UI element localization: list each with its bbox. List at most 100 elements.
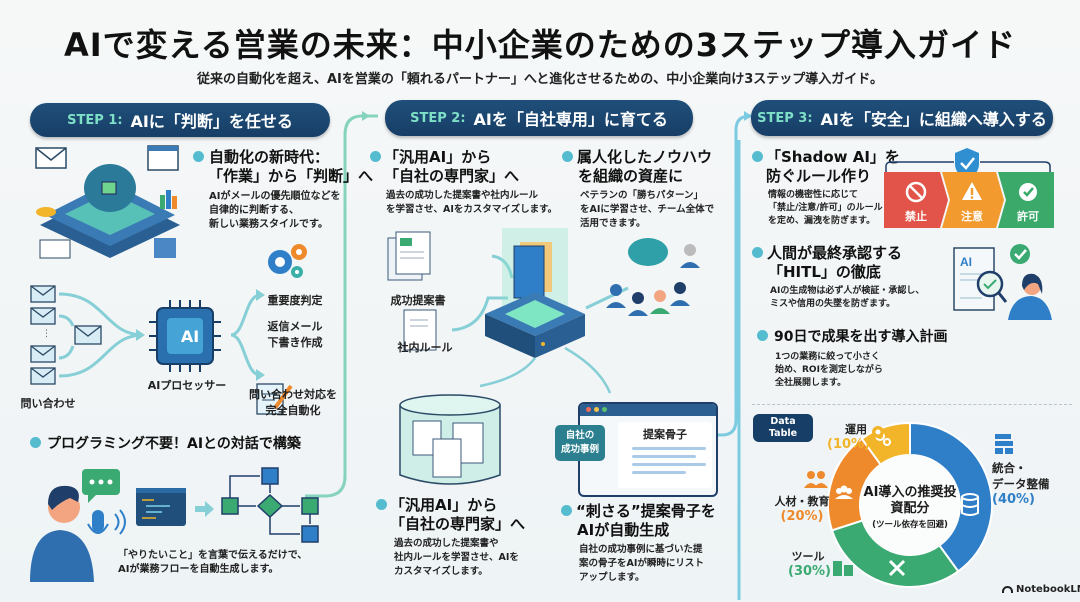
priority-judgment-label: 重要度判定 (267, 294, 323, 307)
bullet-icon (752, 247, 763, 258)
step3-section1: 「Shadow AI」を 防ぐルール作り 情報の機密性に応じて 「禁止/注意/許… (752, 148, 900, 228)
knowledge-book-icon (513, 242, 552, 299)
donut-hole (860, 455, 960, 555)
chart-subtitle: (ツール依存を回避) (872, 520, 948, 530)
step2-section2: 属人化したノウハウ を組織の資産に ベテランの「勝ちパターン」 をAIに学習させ… (562, 148, 714, 231)
step2-section3: 「汎用AI」から 「自社の専門家」へ 過去の成功した提案書や 社内ルールを学習さ… (376, 496, 525, 579)
envelope-icon (35, 147, 67, 169)
ai-processor-label: AIプロセッサー (147, 379, 227, 392)
magnifier-icon (976, 270, 1004, 298)
step1-header: STEP 1: AIに「判断」を任せる (30, 103, 330, 137)
chart-title: AI導入の推奨投資配分 (863, 485, 957, 516)
internal-rules-label: 社内ルール (397, 341, 453, 354)
database-icon (961, 493, 979, 516)
server-icon (485, 292, 585, 358)
step2-header: STEP 2: AIを「自社専用」に育てる (385, 100, 693, 136)
page-subtitle: 従来の自動化を超え、AIを営業の「頼れるパートナー」へと進化させるための、中小企… (196, 72, 884, 87)
proposal-documents-icon (387, 231, 431, 281)
label-tool: ツール (30%) (788, 550, 831, 579)
svg-text:⋮: ⋮ (42, 329, 51, 339)
inquiry-label: 問い合わせ (20, 397, 76, 410)
step2-section4: “刺さる”提案骨子を AIが自動生成 自社の成功事例に基づいた提 案の骨子をAI… (561, 502, 716, 585)
window-close-dot (586, 407, 591, 412)
data-table-button[interactable]: Data Table (753, 414, 813, 442)
step3-section3: 90日で成果を出す導入計画 1つの業務に絞って小さく 始め、ROIを測定しながら… (757, 328, 947, 390)
microphone-icon (92, 510, 104, 532)
success-proposal-label: 成功提案書 (390, 294, 446, 307)
workflow-diagram-icon (221, 467, 319, 543)
database-stack-icon (154, 238, 176, 258)
step1-section2-body: 「やりたいこと」を言葉で伝えるだけで、 AIが業務フローを自動生成します。 (118, 550, 308, 575)
team-icon (835, 485, 853, 499)
email-flow-diagram: ⋮ (30, 244, 307, 415)
reply-draft-label: 返信メール 下書き作成 (267, 320, 323, 349)
success-case-callout: 自社の 成功事例 (555, 425, 605, 461)
bullet-icon (376, 499, 387, 510)
rule-label-2: 注意 (961, 209, 983, 223)
proposal-outline-window: 提案骨子 (578, 402, 718, 497)
window-min-dot (594, 407, 599, 412)
window-max-dot (602, 407, 607, 412)
rule-label-1: 禁止 (905, 209, 927, 223)
allowed-check-icon (1019, 183, 1037, 201)
connector-step1-step2 (305, 114, 378, 498)
ai-chip-text: AI (180, 327, 200, 346)
label-ops: 運用 (10%) (827, 423, 870, 452)
code-editor-icon (136, 488, 186, 526)
people-icon (804, 471, 828, 488)
warning-icon (962, 182, 982, 200)
section-divider (752, 404, 1072, 405)
page-title: AIで変える営業の未来：中小企業のための3ステップ導入ガイド (64, 26, 1016, 64)
envelope-icon (30, 307, 56, 325)
prohibited-icon (905, 181, 927, 203)
knowledge-database-icon (399, 394, 501, 485)
bullet-icon (561, 505, 572, 516)
step3-section2: 人間が最終承認する 「HITL」の徹底 AIの生成物は必ず人が検証・承認し、 ミ… (752, 244, 924, 311)
bullet-icon (562, 151, 573, 162)
knowledge-server-illustration (387, 228, 700, 394)
notebooklm-logo-icon (1002, 586, 1013, 593)
rule-label-3: 許可 (1017, 209, 1039, 223)
bullet-icon (752, 151, 763, 162)
human-review-illustration: AI (953, 244, 1052, 320)
conversation-to-flow-illustration (30, 467, 319, 582)
full-automation-label: 問い合わせ対応を 完全自動化 (249, 388, 337, 417)
shield-check-icon (955, 148, 979, 179)
step2-section1: 「汎用AI」から 「自社の専門家」へ 過去の成功した提案書や社内ルール を学習さ… (370, 148, 557, 217)
data-integration-icon (995, 434, 1013, 454)
bullet-icon (757, 330, 768, 341)
document-icon (39, 239, 71, 259)
bullet-icon (30, 437, 41, 448)
step1-section2-heading: プログラミング不要！AIとの対話で構築 (30, 435, 301, 454)
check-icon (1010, 244, 1030, 264)
ai-chip-icon (149, 300, 221, 372)
donut-center-label: AI導入の推奨投資配分 (ツール依存を回避) (860, 485, 960, 530)
label-people: 人材・教育 (20%) (774, 495, 830, 524)
access-rules-graphic: 禁止 注意 許可 (884, 148, 1054, 228)
proposal-outline-title: 提案骨子 (643, 428, 687, 441)
notebooklm-watermark: NotebookLM (1002, 584, 1080, 595)
person-speaking-icon (30, 485, 94, 582)
internal-rules-document-icon (403, 309, 437, 351)
team-members-icon (606, 244, 700, 316)
envelope-icon (30, 285, 56, 303)
tool-apps-icon (833, 561, 853, 576)
reviewer-person-icon (1008, 273, 1052, 320)
envelope-icon (30, 345, 56, 363)
envelope-icon (74, 325, 102, 345)
document-pencil-icon (256, 383, 293, 415)
ai-brain-server-illustration (35, 145, 180, 259)
step1-section1: 自動化の新時代： 「作業」から「判断」へ AIがメールの優先順位などを 自律的に… (193, 148, 373, 232)
investment-donut-chart (827, 421, 993, 588)
step3-header: STEP 3: AIを「安全」に組織へ導入する (751, 100, 1053, 136)
brain-icon (628, 238, 668, 266)
tools-icon (888, 559, 906, 577)
gear-icon (872, 426, 884, 438)
bullet-icon (193, 151, 204, 162)
coin-icon (36, 207, 56, 217)
gears-icon (268, 244, 307, 278)
svg-text:AI: AI (960, 255, 972, 269)
bullet-icon (370, 151, 381, 162)
label-integration: 統合・ データ整備 (40%) (992, 461, 1050, 507)
